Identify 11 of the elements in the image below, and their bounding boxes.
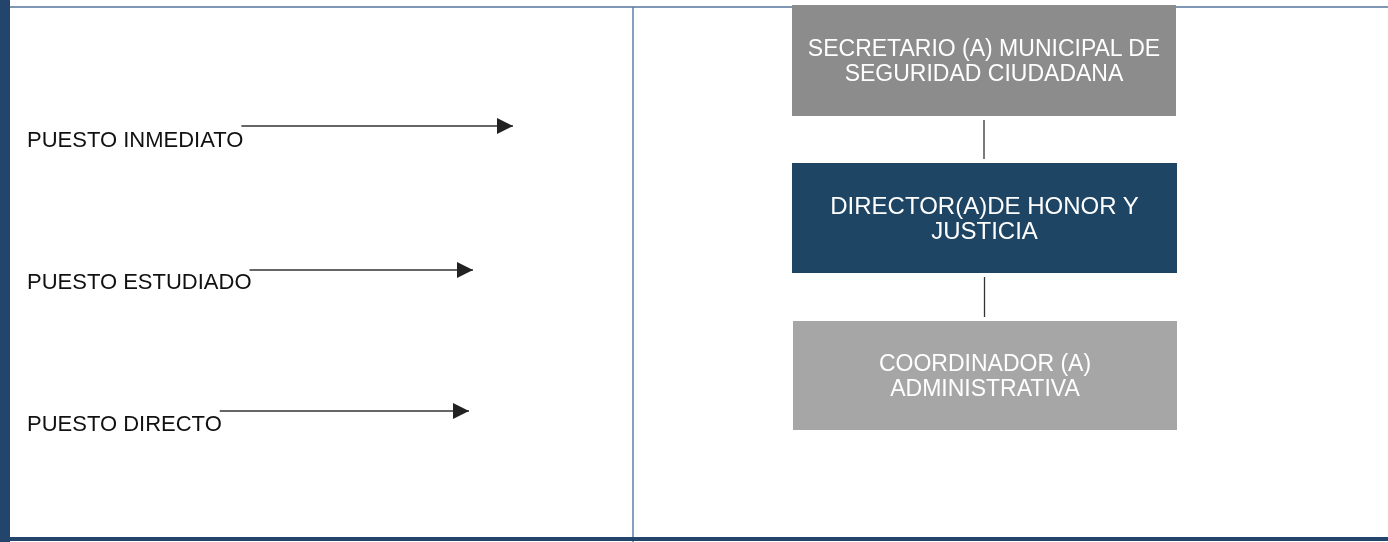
connector-line — [983, 276, 986, 318]
connector-line — [983, 119, 985, 160]
position-label: PUESTO INMEDIATO — [27, 127, 244, 153]
org-box: DIRECTOR(A)DE HONOR Y JUSTICIA — [792, 163, 1177, 273]
org-box: COORDINADOR (A) ADMINISTRATIVA — [793, 321, 1177, 430]
position-label: PUESTO DIRECTO — [27, 411, 222, 437]
position-label: PUESTO ESTUDIADO — [27, 269, 252, 295]
arrow — [248, 262, 474, 278]
arrow — [219, 403, 470, 419]
org-box: SECRETARIO (A) MUNICIPAL DE SEGURIDAD CIUDADANA — [792, 5, 1176, 116]
arrow — [240, 118, 514, 134]
